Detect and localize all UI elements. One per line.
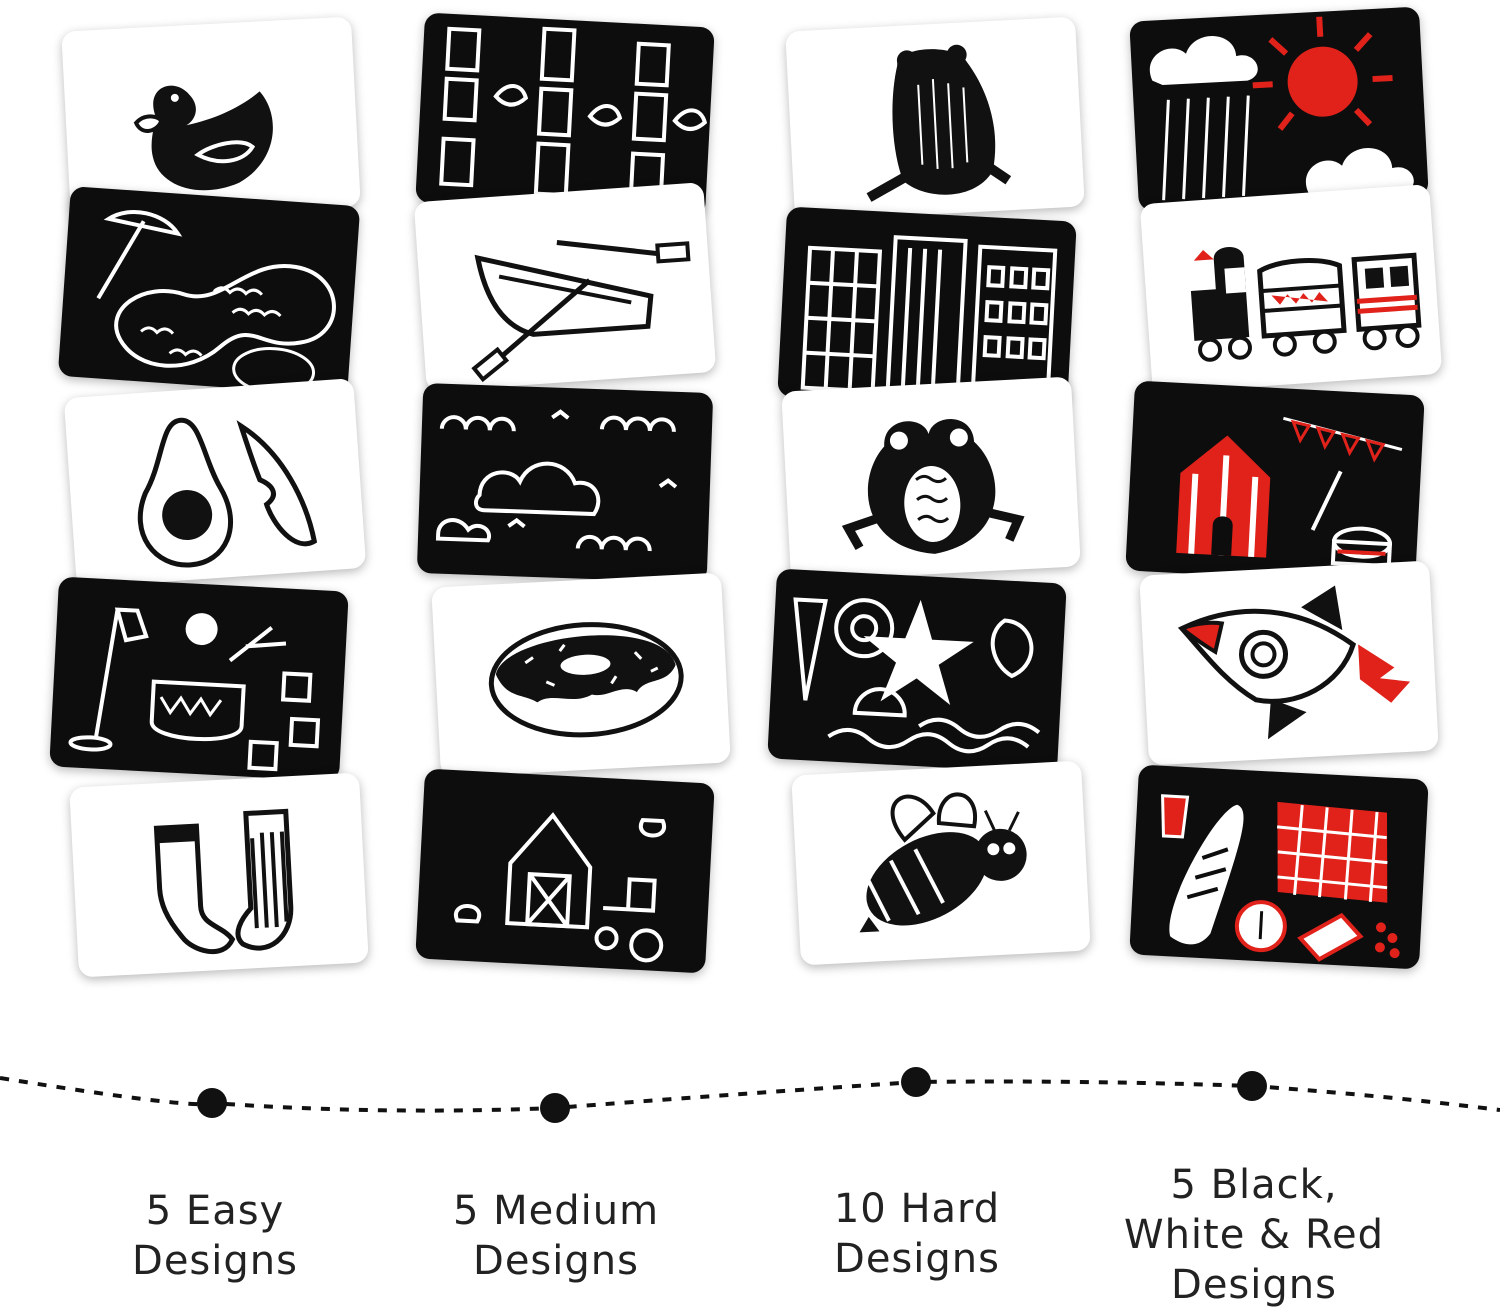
card-clouds [416, 382, 714, 584]
label-medium-designs: 5 Medium Designs [396, 1186, 716, 1286]
card-bear [785, 16, 1085, 222]
rowboat-icon [471, 239, 691, 383]
bee-icon [859, 792, 1027, 933]
timeline-dot-red [1237, 1071, 1267, 1101]
card-rocket [1139, 560, 1439, 766]
card-farm [415, 768, 715, 974]
timeline-dot-medium [540, 1093, 570, 1123]
farm-icon [454, 812, 667, 963]
avocado-icon [137, 417, 318, 568]
card-toys [49, 576, 349, 782]
train-icon [1190, 247, 1422, 362]
circus-icon [1176, 416, 1403, 569]
toys-icon [68, 607, 321, 772]
card-rowboat [413, 182, 717, 392]
donut-icon [488, 622, 684, 738]
card-circus [1125, 380, 1425, 586]
rocket-icon [1177, 585, 1411, 740]
card-bamboo [415, 12, 715, 218]
bear-icon [866, 44, 1012, 202]
frog-icon [841, 419, 1025, 554]
picnic-icon [1161, 794, 1400, 962]
difficulty-timeline [0, 1067, 1500, 1123]
bamboo-icon [439, 26, 708, 198]
label-line: 5 Black, [1170, 1162, 1338, 1208]
label-line: White & Red [1124, 1212, 1384, 1258]
card-beach [57, 186, 361, 396]
label-line: 5 Easy [145, 1188, 285, 1234]
card-donut [431, 572, 731, 778]
card-duck [61, 16, 361, 222]
duck-icon [133, 85, 273, 191]
sun-and-rain-icon [1149, 16, 1414, 201]
card-avocado [63, 378, 367, 588]
beach-umbrella-icon [96, 210, 336, 395]
label-hard-designs: 10 Hard Designs [757, 1184, 1077, 1284]
socks-icon [153, 808, 294, 955]
card-socks [69, 772, 369, 978]
card-picnic [1129, 764, 1429, 970]
label-black-white-red-designs: 5 Black, White & Red Designs [1094, 1160, 1414, 1310]
card-train [1139, 184, 1443, 394]
clouds-icon [435, 409, 678, 552]
card-frog [781, 376, 1081, 582]
card-sun-rain [1129, 6, 1429, 212]
label-line: 10 Hard [833, 1186, 1001, 1232]
label-line: Designs [473, 1238, 639, 1284]
label-line: Designs [1171, 1262, 1337, 1308]
label-line: Designs [132, 1238, 298, 1284]
card-bee [791, 760, 1091, 966]
timeline-dot-hard [901, 1067, 931, 1097]
timeline-dot-easy [197, 1088, 227, 1118]
label-easy-designs: 5 Easy Designs [55, 1186, 375, 1286]
card-seashells [767, 568, 1067, 774]
label-line: 5 Medium [452, 1188, 660, 1234]
seashells-icon [793, 597, 1041, 754]
label-line: Designs [834, 1236, 1000, 1282]
